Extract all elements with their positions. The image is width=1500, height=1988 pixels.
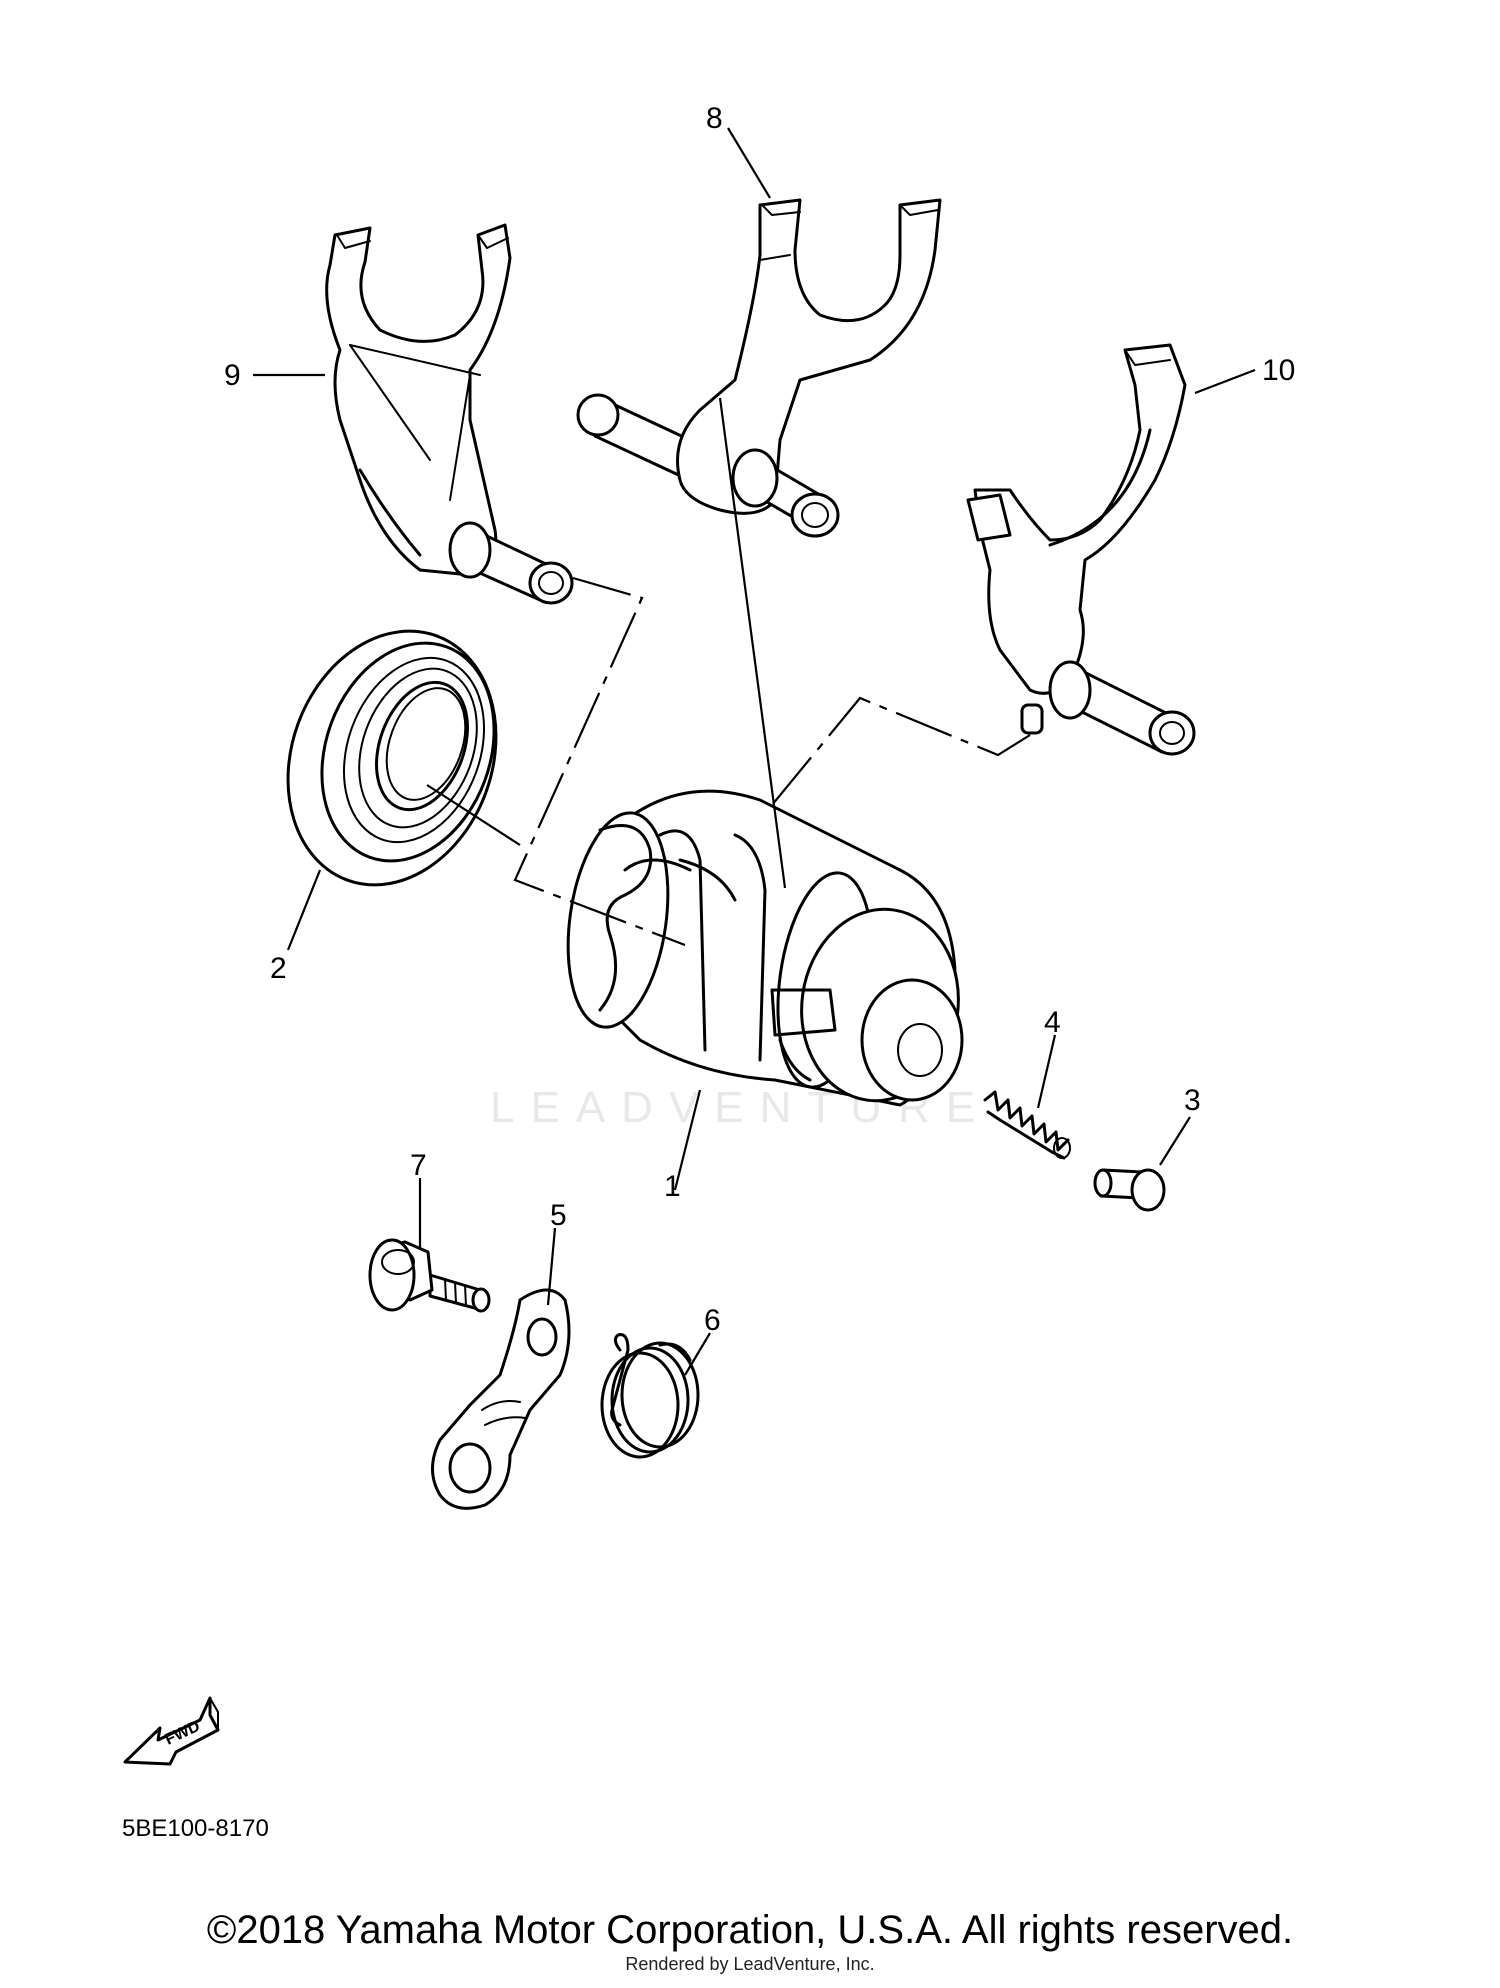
part-number-labels: 8 9 10 2 1 4 3 7 5 6 bbox=[224, 102, 1295, 1337]
bearing[interactable] bbox=[254, 602, 531, 915]
label-part-8: 8 bbox=[706, 102, 723, 135]
shift-fork-center[interactable] bbox=[576, 198, 942, 538]
bolt[interactable] bbox=[368, 1238, 491, 1313]
label-part-9: 9 bbox=[224, 359, 241, 392]
rendered-by-notice: Rendered by LeadVenture, Inc. bbox=[625, 1954, 875, 1974]
fwd-arrow-icon: FWD bbox=[123, 1696, 220, 1766]
label-part-3: 3 bbox=[1184, 1084, 1201, 1117]
stopper-lever[interactable] bbox=[431, 1288, 571, 1510]
label-part-6: 6 bbox=[704, 1304, 721, 1337]
compression-spring[interactable] bbox=[983, 1090, 1071, 1160]
copyright-notice: ©2018 Yamaha Motor Corporation, U.S.A. A… bbox=[206, 1908, 1294, 1952]
label-part-10: 10 bbox=[1262, 354, 1295, 387]
torsion-spring[interactable] bbox=[600, 1333, 700, 1459]
pin[interactable] bbox=[1093, 1168, 1166, 1212]
label-part-2: 2 bbox=[270, 952, 287, 985]
shift-fork-right[interactable] bbox=[966, 343, 1196, 756]
shift-fork-left[interactable] bbox=[325, 223, 574, 605]
label-part-1: 1 bbox=[664, 1170, 681, 1203]
label-part-4: 4 bbox=[1044, 1006, 1061, 1039]
shift-cam[interactable] bbox=[555, 789, 970, 1111]
diagram-code: 5BE100-8170 bbox=[122, 1815, 269, 1842]
label-part-5: 5 bbox=[550, 1199, 567, 1232]
label-part-7: 7 bbox=[410, 1149, 427, 1182]
leader-lines bbox=[253, 127, 1256, 1376]
